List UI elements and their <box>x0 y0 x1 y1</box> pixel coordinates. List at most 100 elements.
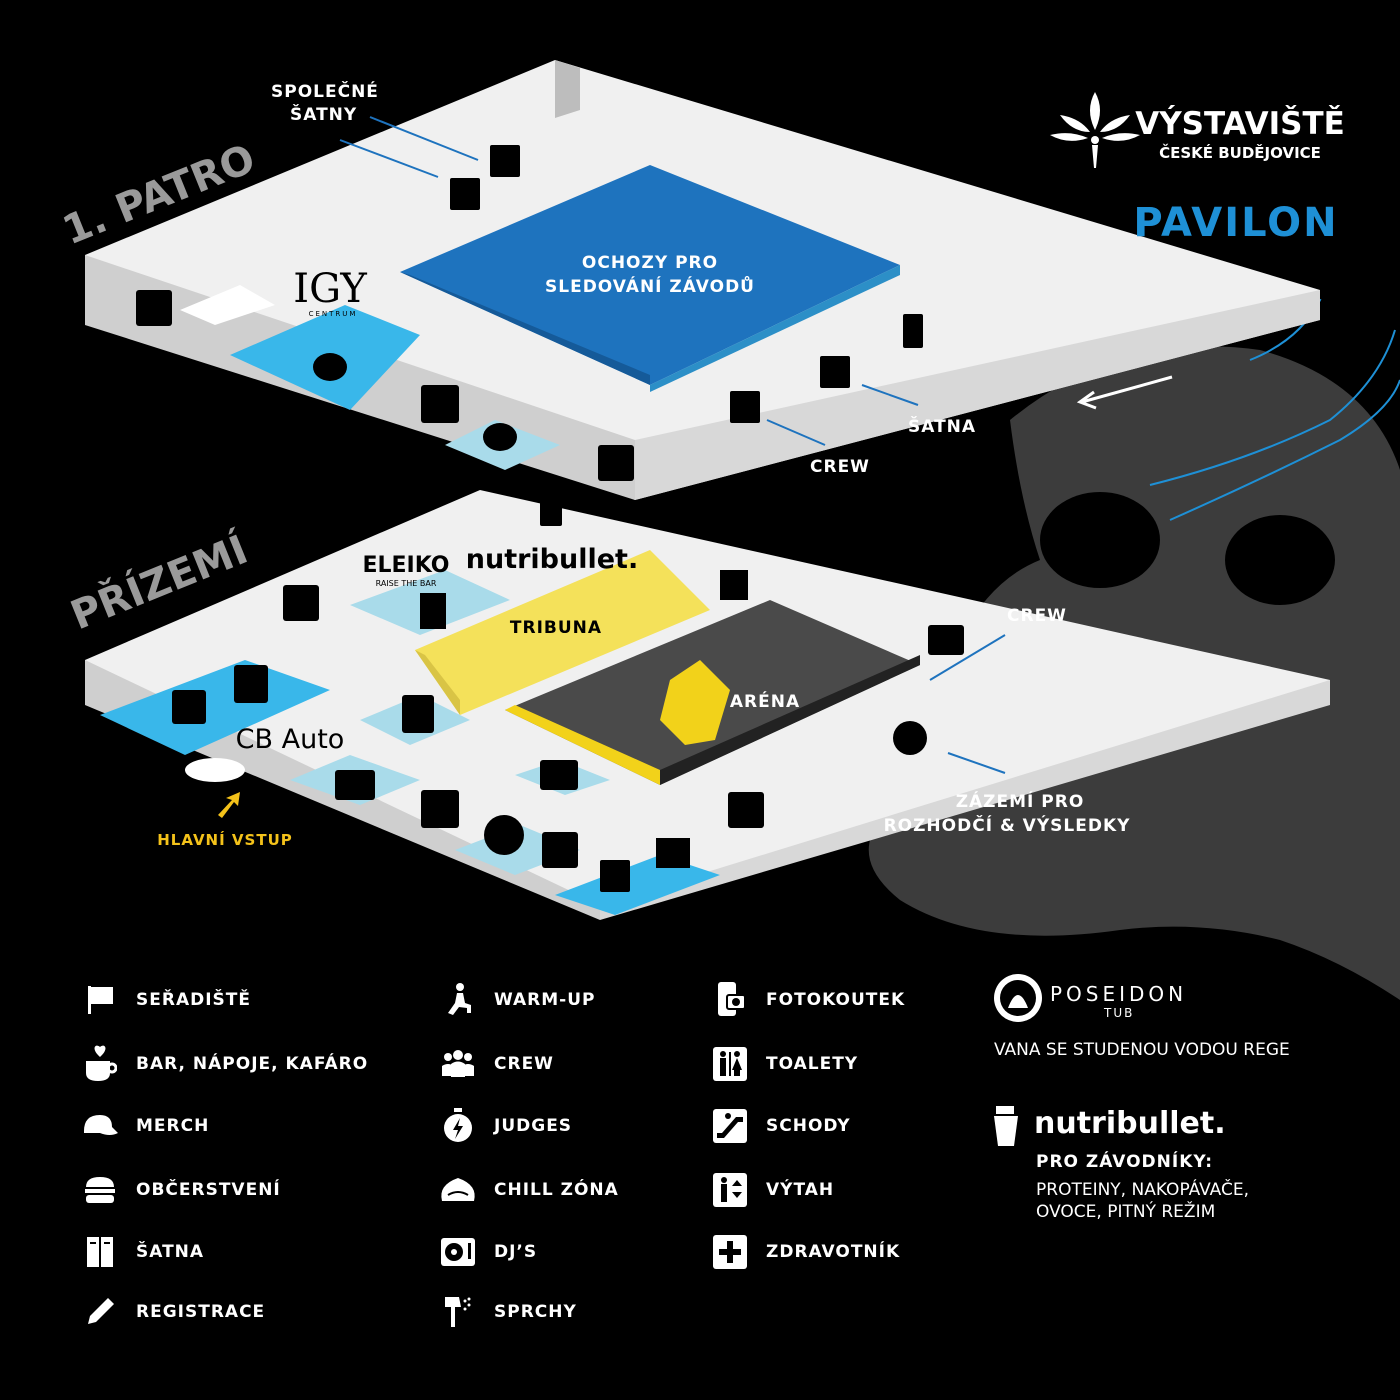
crew-icon <box>438 1044 478 1084</box>
nutribullet-desc-2: OVOCE, PITNÝ REŽIM <box>1036 1202 1216 1222</box>
poseidon-logo: POSEIDON <box>1050 982 1188 1006</box>
label-locker: ŠATNA <box>908 415 976 437</box>
legend-label: ZDRAVOTNÍK <box>766 1242 901 1262</box>
leader-lines <box>339 116 1006 774</box>
locker-zone-ground <box>555 855 720 915</box>
legend-item-locker: ŠATNA <box>80 1232 204 1272</box>
elevator-icon <box>421 790 459 828</box>
cup-icon <box>540 496 562 526</box>
escalator-icon <box>283 585 319 621</box>
legend: SEŘADIŠTĚ BAR, NÁPOJE, KAFÁRO MERCH OBČE… <box>0 960 1400 1400</box>
stopwatch-icon <box>438 1106 478 1146</box>
legend-label: WARM-UP <box>494 990 596 1010</box>
legend-item-photo: FOTOKOUTEK <box>710 980 905 1020</box>
legend-label: CREW <box>494 1054 554 1074</box>
coffee-heart-icon <box>234 665 268 703</box>
tribune <box>415 550 710 715</box>
map-icons <box>136 145 964 892</box>
label-gallery-2: SLEDOVÁNÍ ZÁVODŮ <box>545 274 755 297</box>
locker-icon <box>490 145 520 177</box>
label-crew-ground: CREW <box>1007 606 1067 626</box>
label-judges-area-1: ZÁZEMÍ PRO <box>956 790 1085 812</box>
food-zone <box>100 660 330 755</box>
turntable-icon <box>438 1232 478 1272</box>
pencil-icon <box>656 838 690 868</box>
toilet-icon <box>598 445 634 481</box>
cap-icon <box>80 1106 120 1146</box>
legend-label: SEŘADIŠTĚ <box>136 990 251 1010</box>
escalator-icon <box>136 290 172 326</box>
nutribullet-desc-1: PROTEINY, NAKOPÁVAČE, <box>1036 1180 1250 1200</box>
legend-item-warmup: WARM-UP <box>438 980 595 1020</box>
label-judges-area-2: ROZHODČÍ & VÝSLEDKY <box>884 814 1131 836</box>
entrance-arrow-icon <box>218 792 240 818</box>
poseidon-logo-sub: TUB <box>1104 1006 1135 1020</box>
legend-item-lineup: SEŘADIŠTĚ <box>80 980 251 1020</box>
legend-label: REGISTRACE <box>136 1302 266 1322</box>
nutribullet-logo: nutribullet. <box>1034 1106 1226 1141</box>
skull-eye-right <box>1225 515 1335 605</box>
legend-label: VÝTAH <box>766 1180 835 1200</box>
legend-label: CHILL ZÓNA <box>494 1180 619 1200</box>
crew-icon <box>928 625 964 655</box>
label-tribune: TRIBUNA <box>510 618 602 638</box>
poseidon-badge-icon <box>992 972 1044 1028</box>
cbauto-logo: CB Auto <box>236 724 345 755</box>
legend-item-shower: SPRCHY <box>438 1292 577 1332</box>
legend-item-registration: REGISTRACE <box>80 1292 265 1332</box>
spectator-gallery <box>400 165 900 385</box>
beanbag-icon <box>438 1170 478 1210</box>
legend-item-stairs: SCHODY <box>710 1106 851 1146</box>
entrance-mat <box>185 758 245 782</box>
legend-label: DJ’S <box>494 1242 538 1262</box>
beanbag-icon <box>483 423 517 451</box>
photo-phone-icon <box>710 980 750 1020</box>
first-aid-icon <box>542 832 578 868</box>
toilet-icon <box>710 1044 750 1084</box>
label-main-entrance: HLAVNÍ VSTUP <box>157 830 293 849</box>
logo-name: VÝSTAVIŠTĚ <box>1135 105 1345 142</box>
pavilion-title: PAVILON <box>1133 200 1338 246</box>
label-shared-lockers-2: ŠATNY <box>290 103 357 125</box>
label-crew-upper: CREW <box>810 457 870 477</box>
cap-icon <box>335 770 375 800</box>
legend-item-crew: CREW <box>438 1044 554 1084</box>
legend-label: ŠATNA <box>136 1242 205 1262</box>
pencil-icon <box>80 1292 120 1332</box>
coffee-heart-icon <box>80 1044 120 1084</box>
logo-city: ČESKÉ BUDĚJOVICE <box>1159 143 1321 162</box>
legend-item-elevator: VÝTAH <box>710 1170 834 1210</box>
burger-icon <box>172 690 206 724</box>
legend-item-dj: DJ’S <box>438 1232 537 1272</box>
label-arena: ARÉNA <box>730 690 800 712</box>
locker-icon <box>450 178 480 210</box>
lunge-icon <box>438 980 478 1020</box>
legend-label: TOALETY <box>766 1054 859 1074</box>
legend-item-food: OBČERSTVENÍ <box>80 1170 281 1210</box>
lunge-icon <box>420 593 446 629</box>
escalator-icon <box>710 1106 750 1146</box>
arena-skull-logo-icon <box>660 660 730 745</box>
legend-label: MERCH <box>136 1116 210 1136</box>
locker-icon <box>730 391 760 423</box>
legend-label: OBČERSTVENÍ <box>136 1180 281 1200</box>
label-shared-lockers-1: SPOLEČNÉ <box>271 80 379 102</box>
leaf-logo-icon <box>1050 92 1140 168</box>
poseidon-badge-icon <box>484 815 524 855</box>
flag-icon <box>720 570 748 600</box>
poseidon-description: VANA SE STUDENOU VODOU REGE <box>994 1040 1290 1060</box>
locker-icon <box>80 1232 120 1272</box>
trail-arrow <box>1076 375 1173 410</box>
igy-logo-sub: CENTRUM <box>309 310 358 318</box>
elevator-icon <box>421 385 459 423</box>
legend-item-toilet: TOALETY <box>710 1044 858 1084</box>
legend-item-judges: JUDGES <box>438 1106 572 1146</box>
eleiko-logo-sub: RAISE THE BAR <box>376 579 437 588</box>
shower-icon <box>438 1292 478 1332</box>
skull-eye-left <box>1040 492 1160 588</box>
photo-phone-icon <box>402 695 434 733</box>
igy-logo: IGY <box>293 266 367 312</box>
elevator-icon <box>710 1170 750 1210</box>
shower-icon <box>903 314 923 348</box>
